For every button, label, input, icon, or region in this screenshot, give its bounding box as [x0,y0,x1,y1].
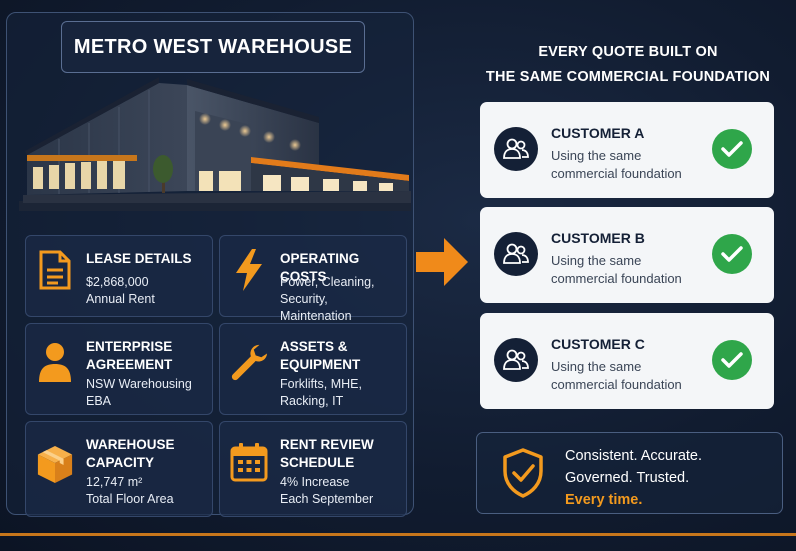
card-title: ASSETS & EQUIPMENT [280,339,361,372]
card-title: OPERATING COSTS [280,251,360,284]
card-title: RENT REVIEW SCHEDULE [280,437,374,470]
users-icon [494,127,538,171]
summary-line-1: Consistent. Accurate. [565,448,703,464]
card-lease-details: LEASE DETAILS $2,868,000 Annual Rent [25,235,213,317]
card-title: ENTERPRISE AGREEMENT [86,339,173,372]
card-assets-equipment: ASSETS & EQUIPMENT Forklifts, MHE, Racki… [219,323,407,415]
card-operating-costs: OPERATING COSTS Power, Cleaning, Securit… [219,235,407,323]
lightning-icon [230,249,268,291]
wrench-icon [230,342,268,382]
customer-desc: Using the same commercial foundation [551,148,682,181]
card-title: LEASE DETAILS [86,251,192,266]
card-text: NSW Warehousing EBA [86,377,192,408]
calendar-icon [230,442,268,482]
card-text: Power, Cleaning, Security, Maintenation [280,275,375,323]
card-text: 4% Increase Each September [280,475,374,506]
card-text: $2,868,000 Annual Rent [86,275,155,306]
arrow-right-icon [416,238,468,286]
users-icon [494,232,538,276]
card-warehouse-capacity: WAREHOUSE CAPACITY 12,747 m² Total Floor… [25,421,213,517]
summary-line-2: Governed. Trusted. [565,470,690,486]
card-text: 12,747 m² Total Floor Area [86,475,174,506]
customer-desc: Using the same commercial foundation [551,253,682,286]
check-icon [712,234,752,274]
bottom-divider [0,533,796,536]
summary-box: Consistent. Accurate. Governed. Trusted.… [476,432,783,514]
customer-card-a: CUSTOMER A Using the same commercial fou… [480,102,774,198]
shield-check-icon [503,448,543,498]
card-text: Forklifts, MHE, Racking, IT [280,377,362,408]
card-title: WAREHOUSE CAPACITY [86,437,175,470]
customer-name: CUSTOMER C [551,336,645,352]
page-title: METRO WEST WAREHOUSE [73,35,353,58]
card-rent-review: RENT REVIEW SCHEDULE 4% Increase Each Se… [219,421,407,517]
box-icon [36,444,74,484]
customer-desc: Using the same commercial foundation [551,359,682,392]
customer-name: CUSTOMER A [551,125,645,141]
left-panel: METRO WEST WAREHOUSE [6,12,414,517]
check-icon [712,340,752,380]
warehouse-illustration [19,77,411,211]
person-icon [36,342,74,382]
customer-card-c: CUSTOMER C Using the same commercial fou… [480,313,774,409]
summary-line-3: Every time. [565,492,643,508]
customer-name: CUSTOMER B [551,230,645,246]
users-icon [494,338,538,382]
document-icon [36,250,74,290]
card-enterprise-agreement: ENTERPRISE AGREEMENT NSW Warehousing EBA [25,323,213,415]
check-icon [712,129,752,169]
customer-card-b: CUSTOMER B Using the same commercial fou… [480,207,774,303]
title-box: METRO WEST WAREHOUSE [61,21,365,73]
headline: EVERY QUOTE BUILT ON THE SAME COMMERCIAL… [485,44,771,85]
